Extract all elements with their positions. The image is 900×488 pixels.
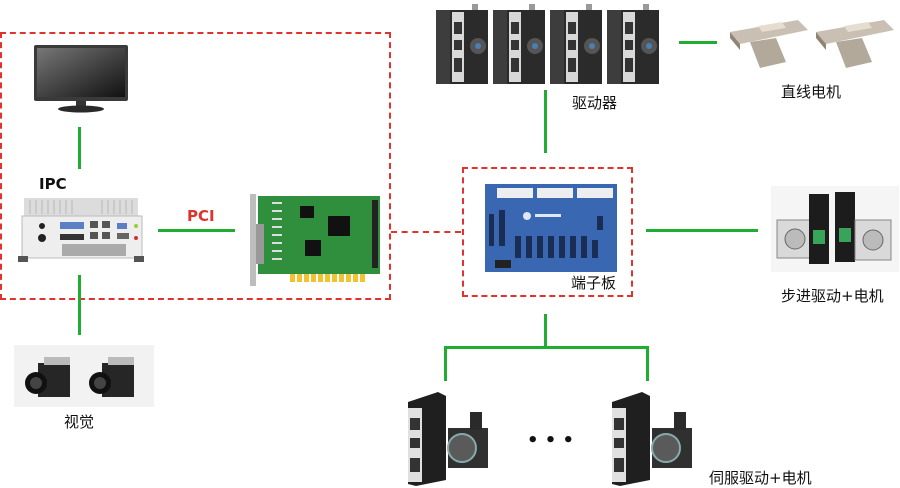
servo-driver-icon [436,2,666,84]
pci-label: PCI [187,207,215,225]
monitor-icon [34,45,130,113]
servo-drop-left [444,346,447,381]
monitor-ipc-line [78,127,81,169]
servo-drop-right [646,346,649,381]
stepper-label: 步进驱动+电机 [781,287,884,305]
ipc-pci-line [158,229,235,232]
terminal-servo-line [544,314,547,348]
ipc-vision-line [78,275,81,335]
driver-linear-line [679,41,717,44]
terminal-stepper-line [646,229,758,232]
terminal-board-icon [485,184,617,272]
drivers-label: 驱动器 [572,94,618,112]
pc-boundary [0,32,391,300]
linear-motor-icon [728,12,898,72]
servo-motor-icon-right [608,388,708,486]
stepper-motor-icon [771,186,899,272]
pci-to-terminal-link [391,231,461,233]
driver-terminal-line [544,90,547,153]
linear-motor-label: 直线电机 [781,83,842,101]
ellipsis: • • • [527,430,575,451]
terminal-boundary [462,167,633,297]
camera-icon [14,345,154,407]
ipc-label: IPC [39,175,67,193]
servo-bus-line [444,346,649,349]
servo-label: 伺服驱动+电机 [709,469,812,487]
industrial-pc-icon [16,196,146,266]
vision-label: 视觉 [64,413,95,431]
terminal-board-label: 端子板 [571,274,617,292]
servo-motor-icon-left [404,388,504,486]
motion-control-card-icon [250,194,382,286]
